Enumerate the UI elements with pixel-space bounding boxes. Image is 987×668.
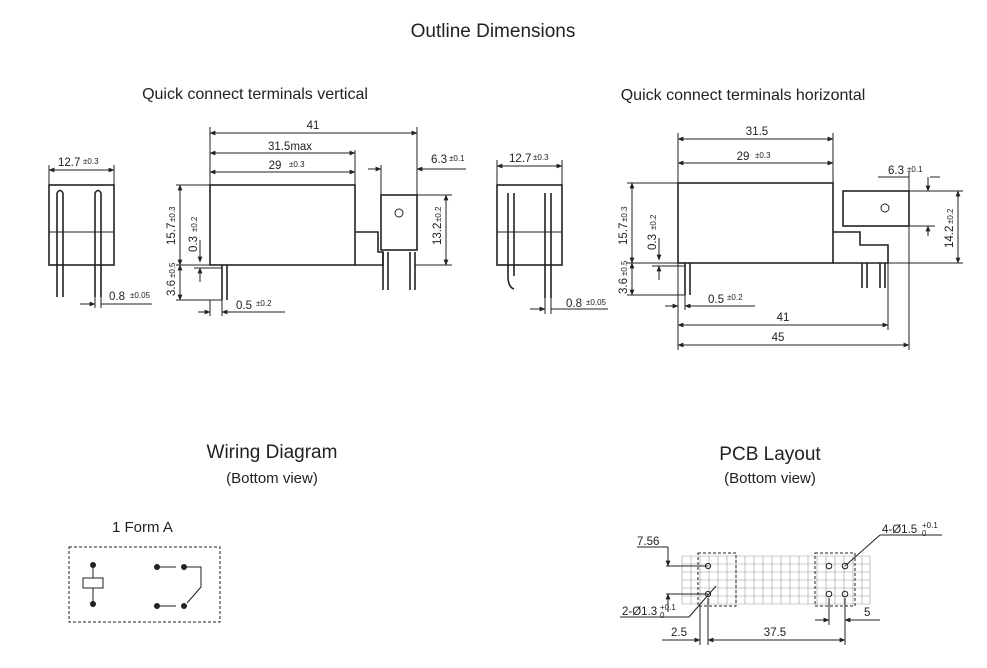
pcb-hole-big-tol-lo: 0 [922,529,927,538]
horizontal-h142: 14.2 [944,226,956,248]
horizontal-len45: 45 [772,332,785,344]
horizontal-side-view: 31.5 29 ±0.3 6.3 ±0.1 14.2 ±0.2 [618,126,963,350]
pcb-heading: PCB Layout [719,444,821,465]
horizontal-tab-dim: 6.3 [888,165,904,177]
pcb-d25: 2.5 [671,627,687,639]
pcb-hole-small-tol-hi: +0.1 [660,603,676,612]
pcb-d375: 37.5 [764,627,786,639]
vertical-h157: 15.7 [166,223,178,245]
vertical-h132: 13.2 [432,223,444,245]
vertical-len29-tol: ±0.3 [289,160,305,169]
pcb-hole-big: 4-Ø1.5 [882,524,917,536]
vertical-side-view: 41 31.5max 29 ±0.3 6.3 ±0.1 13.2 ±0.2 15… [166,120,466,316]
contact-symbol [154,564,202,609]
horizontal-h36-tol: ±0.5 [620,260,629,276]
horizontal-h157: 15.7 [618,223,630,245]
vertical-heading: Quick connect terminals vertical [142,86,368,103]
wiring-sub: (Bottom view) [226,470,318,487]
horizontal-w05: 0.5 [708,294,724,306]
coil-symbol [82,562,104,607]
vertical-w05: 0.5 [236,300,252,312]
vertical-h157-tol: ±0.3 [168,206,177,222]
horizontal-width-dim: 12.7 [509,153,531,165]
vertical-h03: 0.3 [188,236,200,252]
horizontal-len29-tol: ±0.3 [755,151,771,160]
vertical-w05-tol: ±0.2 [256,299,272,308]
vertical-h36: 3.6 [166,280,178,296]
vertical-tab-dim: 6.3 [431,154,447,166]
page-title: Outline Dimensions [411,21,576,42]
vertical-h36-tol: ±0.5 [168,262,177,278]
pcb-hole-small: 2-Ø1.3 [622,606,657,618]
horizontal-h142-tol: ±0.2 [946,208,955,224]
pcb-sub: (Bottom view) [724,470,816,487]
vertical-len41: 41 [307,120,320,132]
pcb-d756: 7.56 [637,536,659,548]
vertical-pin-dim: 0.8 [109,291,125,303]
wiring-form: 1 Form A [112,519,173,536]
vertical-len31: 31.5max [268,141,312,153]
horizontal-len29: 29 [737,151,750,163]
wiring-heading: Wiring Diagram [207,442,338,463]
horizontal-variant: Quick connect terminals horizontal 12.7 … [496,87,963,350]
horizontal-heading: Quick connect terminals horizontal [621,87,866,104]
horizontal-pin-tol: ±0.05 [586,298,607,307]
vertical-tab-tol: ±0.1 [449,154,465,163]
pcb-layout: PCB Layout (Bottom view) [620,444,942,645]
horizontal-w05-tol: ±0.2 [727,293,743,302]
vertical-width-dim: 12.7 [58,157,80,169]
horizontal-len41: 41 [777,312,790,324]
pcb-grid [681,555,871,605]
vertical-variant: Quick connect terminals vertical 12.7 ±0… [48,86,466,316]
horizontal-end-view: 12.7 ±0.3 0.8 ±0.05 [496,153,608,314]
horizontal-width-tol: ±0.3 [533,153,549,162]
pcb-d5: 5 [864,607,870,619]
vertical-end-view: 12.7 ±0.3 0.8 ±0.05 [48,157,152,308]
horizontal-h157-tol: ±0.3 [620,206,629,222]
horizontal-tab-tol: ±0.1 [907,165,923,174]
horizontal-h36: 3.6 [618,278,630,294]
horizontal-pin-dim: 0.8 [566,298,582,310]
horizontal-h03: 0.3 [647,234,659,250]
wiring-diagram: Wiring Diagram (Bottom view) 1 Form A [68,442,338,623]
vertical-h132-tol: ±0.2 [434,206,443,222]
vertical-width-tol: ±0.3 [83,157,99,166]
pcb-hole-big-tol-hi: +0.1 [922,521,938,530]
wiring-frame [68,546,221,623]
horizontal-len315: 31.5 [746,126,768,138]
vertical-h03-tol: ±0.2 [190,216,199,232]
vertical-len29: 29 [269,160,282,172]
horizontal-h03-tol: ±0.2 [649,214,658,230]
vertical-pin-tol: ±0.05 [130,291,151,300]
pcb-hole-small-tol-lo: 0 [660,611,665,620]
